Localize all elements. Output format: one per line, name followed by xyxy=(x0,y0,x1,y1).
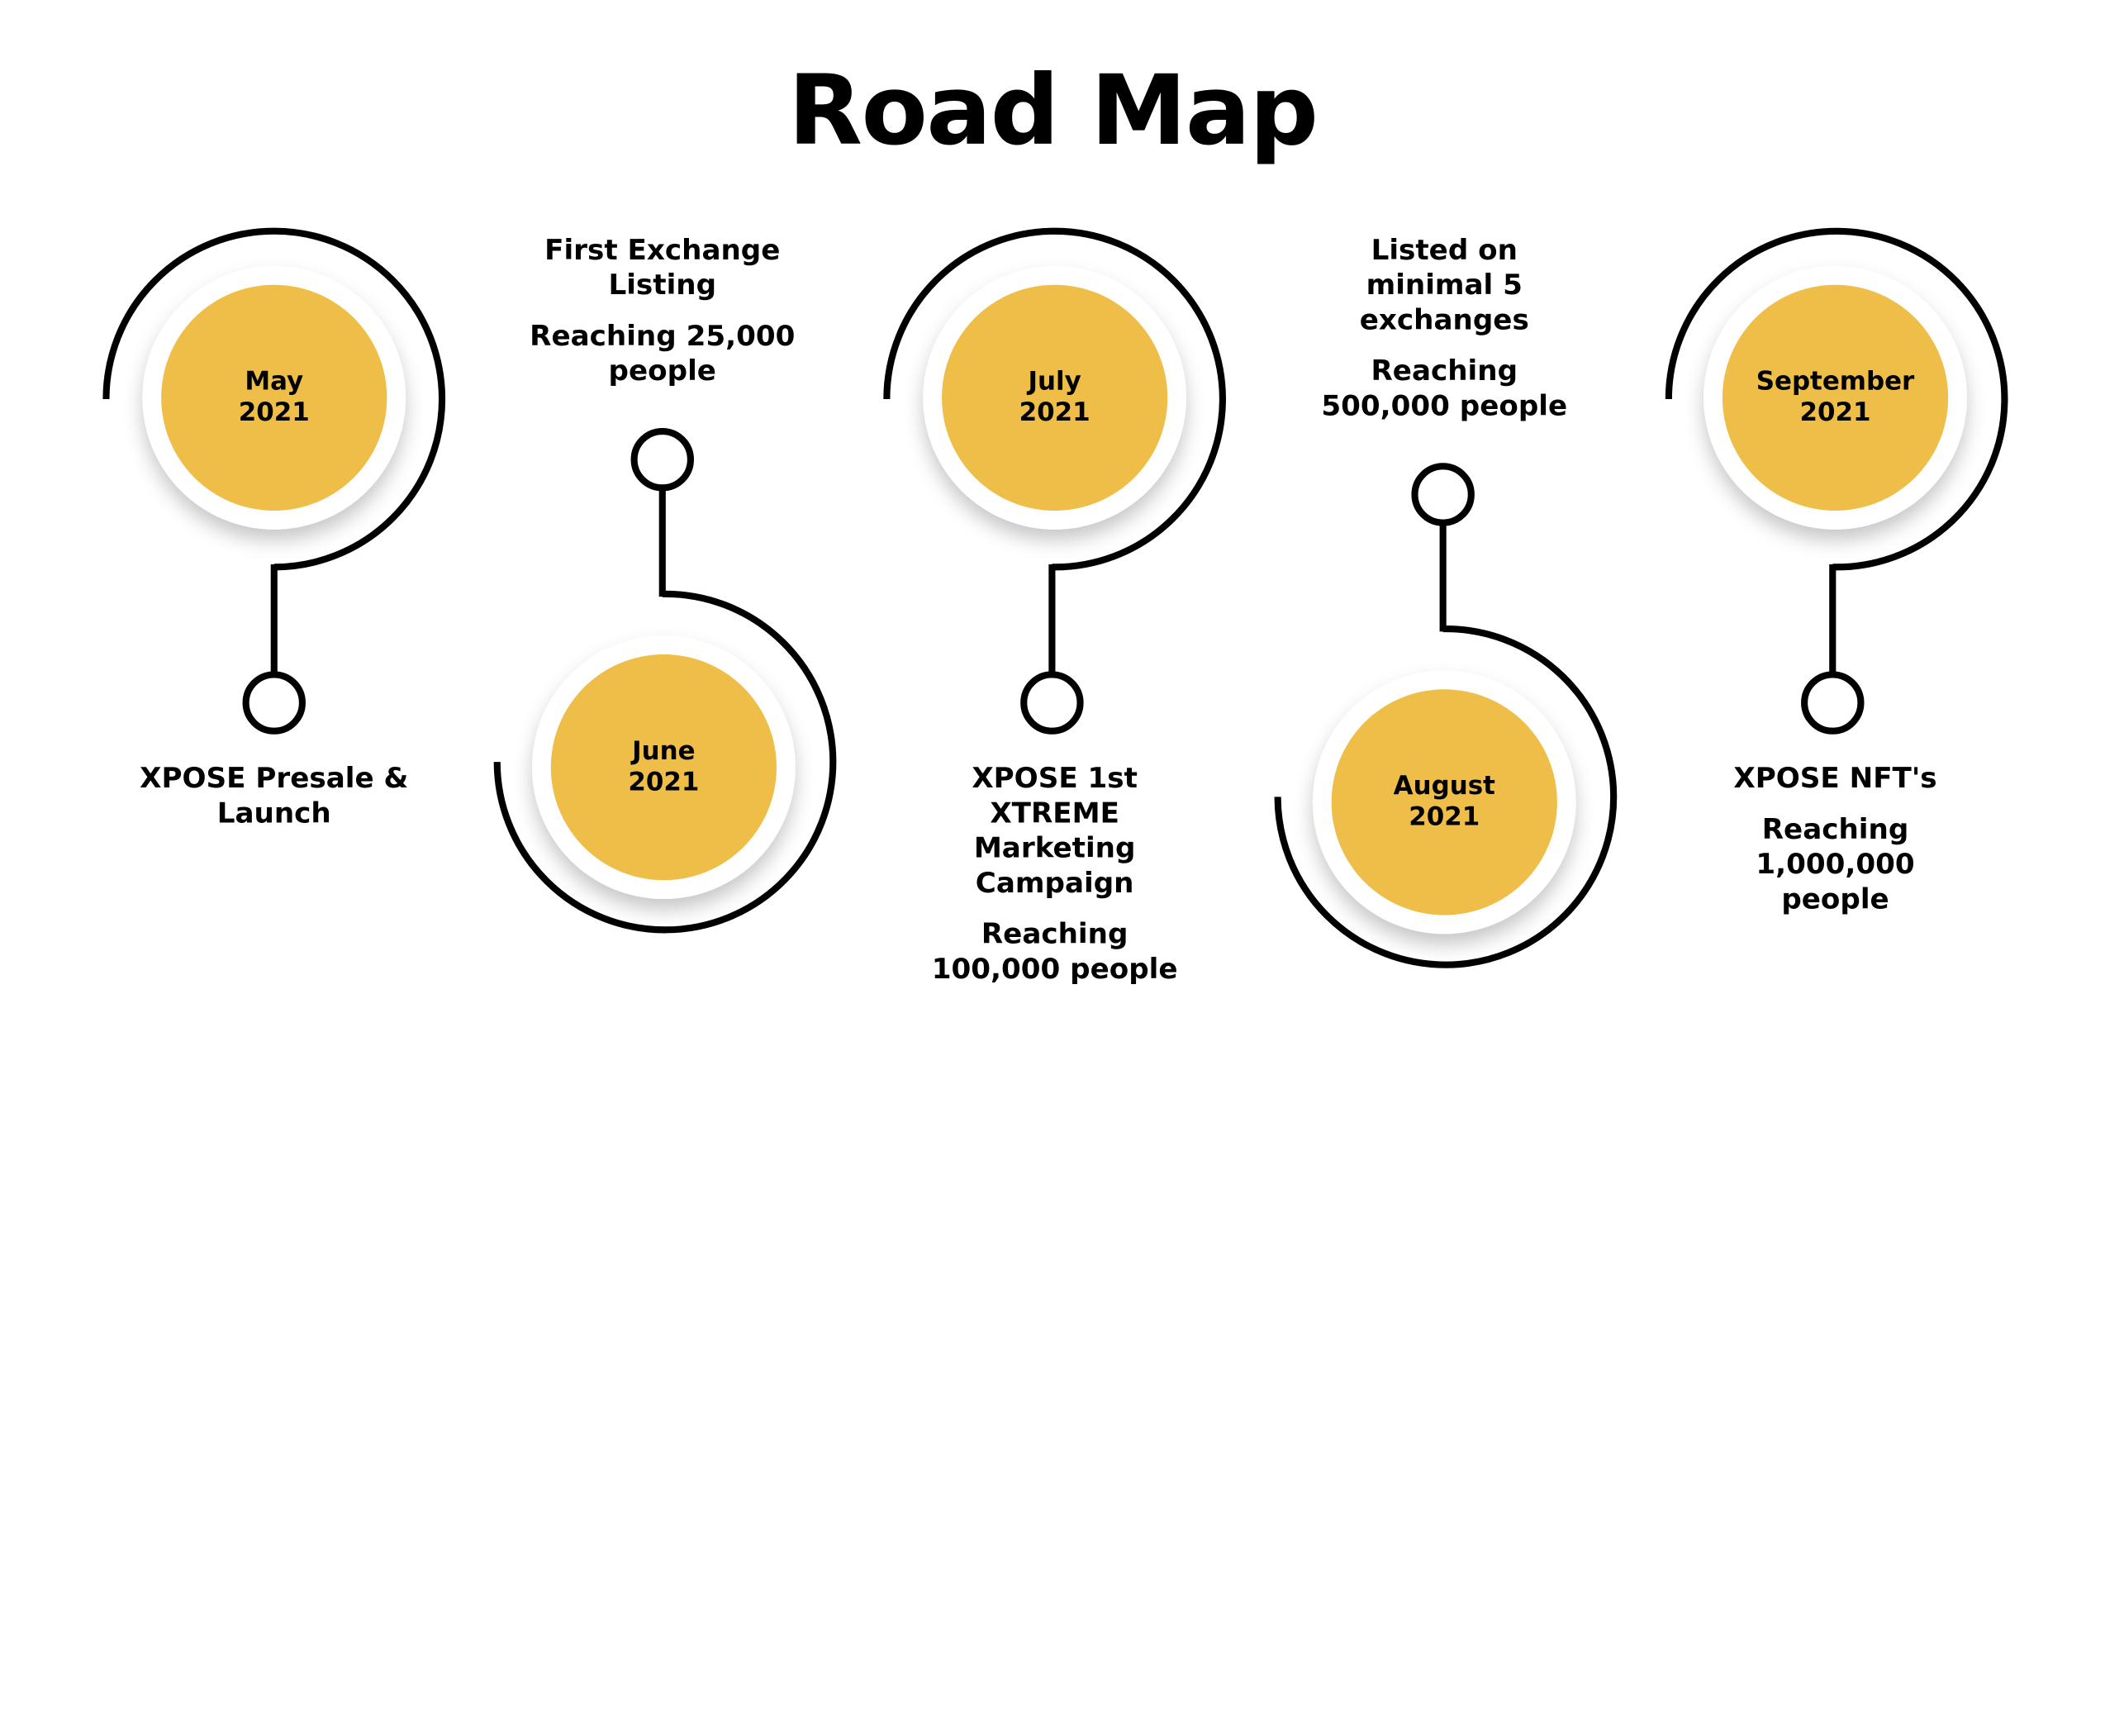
milestone-august-month: August xyxy=(1393,771,1495,801)
milestone-july-node xyxy=(1020,671,1084,735)
milestone-june-disc xyxy=(550,654,777,881)
milestone-september-reach: Reaching 1,000,000 people xyxy=(1756,812,1915,916)
milestone-june-text: First Exchange Listing Reaching 25,000 p… xyxy=(528,232,796,388)
milestone-september-headline: XPOSE NFT's xyxy=(1733,762,1937,795)
milestone-august-year: 2021 xyxy=(1409,801,1480,832)
milestone-may-disc xyxy=(161,284,387,511)
milestone-may-month: May xyxy=(245,366,304,397)
milestone-june-node xyxy=(630,427,694,492)
milestone-july-arc xyxy=(883,227,1226,571)
milestone-june-arc xyxy=(493,590,837,934)
milestone-july-reach: Reaching 100,000 people xyxy=(931,917,1178,986)
milestone-july-headline: XPOSE 1st XTREME Marketing Campaign xyxy=(972,762,1138,899)
milestone-august-disc xyxy=(1331,689,1557,916)
milestone-may-text: XPOSE Presale & Launch xyxy=(126,760,422,830)
timeline-diagram xyxy=(102,227,2008,968)
milestone-may-headline: XPOSE Presale & Launch xyxy=(140,762,409,830)
milestone-september-disc xyxy=(1722,284,1949,511)
milestone-august-arc xyxy=(1274,625,1618,968)
milestone-september-date: September 2021 xyxy=(1727,367,1942,429)
milestone-may-arc xyxy=(102,227,446,571)
milestone-august-reach: Reaching 500,000 people xyxy=(1321,354,1568,422)
milestone-may-node xyxy=(242,671,306,735)
milestone-july-month: July xyxy=(1028,366,1081,397)
page-title: Road Map xyxy=(787,54,1319,167)
milestone-august-text: Listed on minimal 5 exchanges Reaching 5… xyxy=(1310,232,1579,423)
milestone-august-date: August 2021 xyxy=(1337,771,1551,833)
milestone-may xyxy=(102,227,446,735)
milestone-september xyxy=(1665,227,2008,735)
milestone-june-year: 2021 xyxy=(628,767,700,797)
milestone-june-date: June 2021 xyxy=(556,736,771,798)
milestone-august-node xyxy=(1411,463,1475,526)
milestone-may-year: 2021 xyxy=(238,397,310,428)
milestone-september-month: September xyxy=(1756,366,1915,397)
milestone-august xyxy=(1274,463,1618,968)
milestone-june-headline: First Exchange Listing xyxy=(544,233,781,302)
milestone-june-month: June xyxy=(632,736,696,766)
milestone-july-year: 2021 xyxy=(1019,397,1091,428)
milestone-september-arc xyxy=(1665,227,2008,571)
milestone-september-text: XPOSE NFT's Reaching 1,000,000 people xyxy=(1727,760,1942,916)
milestone-june xyxy=(493,427,837,934)
milestone-september-year: 2021 xyxy=(1799,397,1871,428)
milestone-august-headline: Listed on minimal 5 exchanges xyxy=(1359,233,1529,336)
milestone-june-reach: Reaching 25,000 people xyxy=(530,320,796,388)
milestone-july xyxy=(883,227,1226,735)
milestone-july-text: XPOSE 1st XTREME Marketing Campaign Reac… xyxy=(927,760,1182,986)
milestone-september-node xyxy=(1801,671,1865,735)
milestone-july-disc xyxy=(942,284,1168,511)
milestone-may-date: May 2021 xyxy=(167,367,382,429)
milestone-july-date: July 2021 xyxy=(948,367,1162,429)
